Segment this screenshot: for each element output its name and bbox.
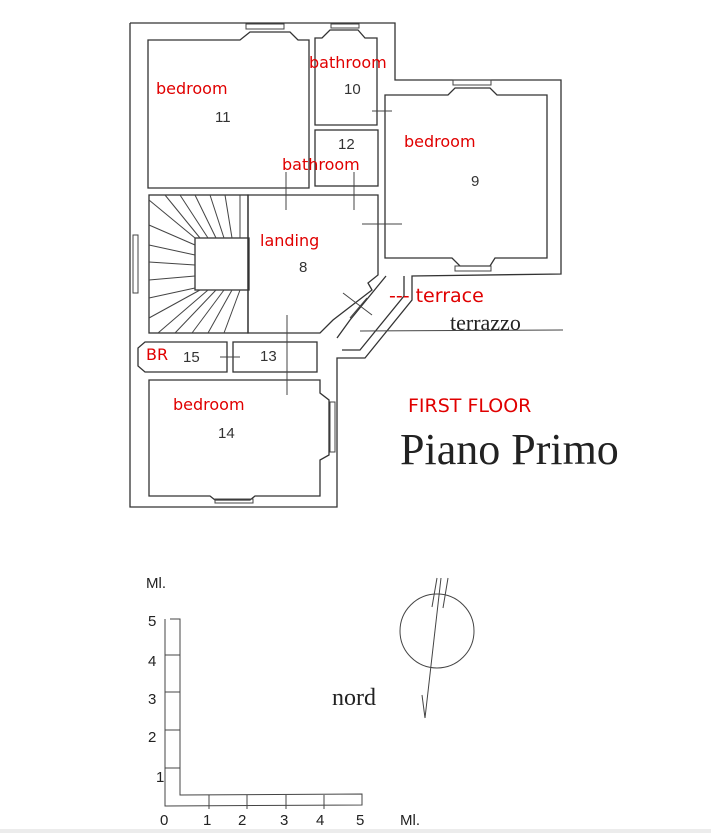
stair-treads bbox=[132, 194, 241, 334]
stair-well bbox=[194, 237, 250, 291]
x-tick: 5 bbox=[356, 812, 364, 829]
scale-bar bbox=[164, 618, 363, 809]
x-tick: 1 bbox=[203, 812, 211, 829]
window bbox=[214, 498, 254, 504]
y-tick: 1 bbox=[156, 769, 164, 786]
north-label: nord bbox=[332, 685, 376, 711]
x-tick: 4 bbox=[316, 812, 324, 829]
room-11-outline bbox=[147, 31, 310, 189]
window bbox=[452, 79, 492, 86]
room-15-label: BR bbox=[146, 345, 168, 364]
window bbox=[329, 401, 336, 453]
north-arrow-icon bbox=[399, 577, 475, 719]
x-tick: 2 bbox=[238, 812, 246, 829]
room-11-label: bedroom bbox=[156, 79, 228, 98]
window bbox=[330, 23, 360, 29]
y-tick: 2 bbox=[148, 729, 156, 746]
window bbox=[454, 265, 492, 272]
terrace-rail bbox=[336, 275, 387, 339]
door-marks bbox=[220, 110, 402, 395]
terrace-label: --- terrace bbox=[389, 285, 484, 307]
y-tick: 4 bbox=[148, 653, 156, 670]
room-13-number: 13 bbox=[260, 348, 277, 365]
room-9-outline bbox=[384, 87, 548, 267]
x-tick: 3 bbox=[280, 812, 288, 829]
scale-unit-y: Ml. bbox=[146, 575, 166, 592]
terrazzo-label: terrazzo bbox=[450, 310, 521, 335]
room-9-label: bedroom bbox=[404, 132, 476, 151]
title-italian: Piano Primo bbox=[400, 425, 619, 474]
room-12-outline bbox=[314, 129, 379, 187]
room-10-outline bbox=[314, 29, 378, 126]
bottom-edge bbox=[0, 829, 711, 833]
terrazzo-leader bbox=[359, 329, 564, 332]
outer-wall bbox=[129, 22, 562, 508]
room-8-label: landing bbox=[260, 231, 319, 250]
staircase bbox=[148, 194, 249, 334]
room-14-number: 14 bbox=[218, 425, 235, 442]
room-12-number: 12 bbox=[338, 136, 355, 153]
title-english: FIRST FLOOR bbox=[408, 395, 531, 417]
room-11-number: 11 bbox=[215, 109, 231, 126]
room-8-outline bbox=[247, 194, 379, 334]
y-tick: 5 bbox=[148, 613, 156, 630]
terrace-rail-inner bbox=[342, 276, 405, 351]
window bbox=[245, 23, 285, 30]
room-8-number: 8 bbox=[299, 259, 307, 276]
y-tick: 3 bbox=[148, 691, 156, 708]
room-15-number: 15 bbox=[183, 349, 200, 366]
x-tick: 0 bbox=[160, 812, 168, 829]
room-10-label: bathroom bbox=[309, 53, 387, 72]
room-14-label: bedroom bbox=[173, 395, 245, 414]
room-12-label: bathroom bbox=[282, 155, 360, 174]
room-15-outline bbox=[137, 341, 228, 373]
room-9-number: 9 bbox=[471, 173, 479, 190]
room-10-number: 10 bbox=[344, 81, 361, 98]
scale-unit-x: Ml. bbox=[400, 812, 420, 829]
room-14-outline bbox=[148, 379, 330, 501]
